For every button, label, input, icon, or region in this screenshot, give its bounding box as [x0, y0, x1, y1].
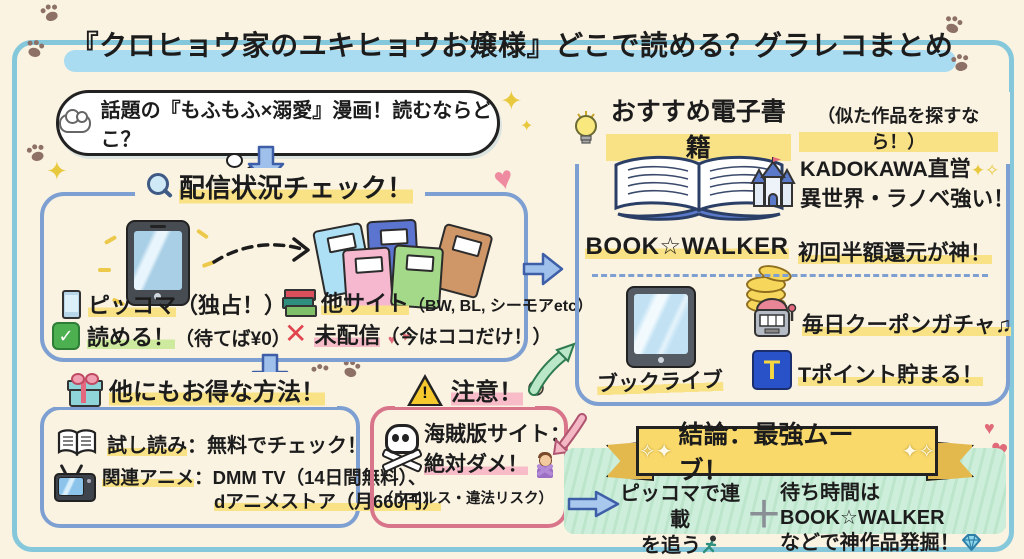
ebook-title-note: （似た作品を探すなら！） — [798, 102, 998, 154]
pink-squiggle-arrow-icon — [552, 413, 587, 456]
warning-line1: 海賊版サイト： — [424, 423, 571, 446]
divider — [592, 274, 988, 277]
warning-text: 海賊版サイト： 絶対ダメ！ — [424, 420, 571, 480]
unavailable-note: （今はココだけ！） — [380, 327, 552, 348]
other-sites-label: 他サイト — [321, 291, 410, 316]
unavailable-label: 未配信 — [314, 323, 381, 348]
runner-icon — [702, 535, 717, 554]
ebook-title: おすすめ電子書籍 — [605, 92, 791, 164]
sparkle-icon: ✦ — [500, 86, 523, 116]
open-book-illustration — [614, 155, 784, 221]
conclusion-right-line1: 待ち時間はBOOK☆WALKER — [780, 482, 945, 529]
conclusion-right-line2: などで神作品発掘！ — [780, 532, 960, 554]
tpoint-icon: T — [752, 350, 792, 390]
warning-line2: 絶対ダメ！ — [424, 453, 529, 476]
readable-label: 読める！ — [87, 325, 176, 350]
sparkle-dash — [98, 268, 111, 272]
deals-box — [40, 406, 360, 528]
conclusion-banner-text: 結論：最強ムーブ！ — [678, 421, 854, 485]
tv-icon — [54, 463, 96, 502]
anime-line2: dアニメストア（月660円） — [214, 491, 441, 512]
readable-note: （待てば¥0） — [175, 329, 291, 350]
sparkle-icon: ✦ — [520, 118, 534, 135]
deals-header: 他にもお得な方法！ — [40, 372, 352, 410]
bookwalker-point2: 初回半額還元が神！ — [798, 241, 992, 265]
anime-row: 関連アニメ：DMM TV（14日間無料）、 dアニメストア（月660円） — [54, 463, 441, 514]
ebook-header: おすすめ電子書籍（似た作品を探すなら！） — [560, 92, 1010, 164]
booklive-name: ブックライブ — [596, 368, 724, 397]
bubble-tail — [226, 153, 243, 168]
book-stack-icon — [282, 288, 317, 317]
conclusion-left-line1: ピッコマで連載 — [620, 483, 740, 531]
title-highlight — [64, 50, 956, 72]
open-book-icon — [57, 429, 97, 457]
conclusion-right: 待ち時間はBOOK☆WALKER などで神作品発掘！ — [780, 481, 1024, 556]
streaming-check-header: 配信状況チェック！ — [40, 168, 520, 206]
skull-icon — [380, 424, 424, 474]
heart-icon: ♥ — [388, 332, 396, 347]
piccoma-label: ピッコマ — [88, 293, 177, 318]
trial-row: 試し読み：無料でチェック！ — [56, 428, 367, 458]
conclusion-banner: ✧✦ 結論：最強ムーブ！ ✦✧ — [636, 421, 938, 485]
page-title: 『クロヒョウ家のユキヒョウお嬢様』どこで読める？グラレコまとめ — [70, 30, 954, 61]
checkmark-icon: ✓ — [52, 322, 80, 350]
paw-print-icon — [40, 4, 62, 25]
bookwalker-name: BOOK☆WALKER — [585, 233, 789, 260]
tablet-illustration — [626, 286, 696, 368]
outer-frame — [12, 40, 1014, 552]
bw-point1-line2: 異世界・ラノベ強い！ — [800, 187, 1015, 211]
lightbulb-icon — [575, 111, 597, 144]
warning-icon: ! — [407, 373, 443, 406]
conclusion-left: ピッコマで連載 を追う — [616, 481, 744, 559]
piccoma-note: （独占！） — [176, 293, 287, 318]
trial-label: 試し読み — [107, 434, 187, 457]
dashed-arrow-icon — [212, 237, 310, 264]
piccoma-row: ピッコマ（独占！） — [62, 288, 286, 320]
thought-bubble: 話題の『もふもふ×溺愛』漫画！読むならどこ？ — [56, 90, 500, 156]
arrow-right-icon — [522, 252, 564, 286]
warning-header: ! 注意！ — [370, 372, 560, 411]
sparkle-icon: ✦✧ — [970, 161, 1000, 180]
trial-rest: ：無料でチェック！ — [187, 434, 367, 457]
sparkle-icon: ✧✦ — [639, 440, 673, 463]
conclusion-left-line2: を追う — [641, 535, 701, 557]
warning-title: 注意！ — [451, 372, 523, 407]
booklive-point1: 毎日クーポンガチャ♫ — [802, 313, 1012, 337]
plus-sign: ＋ — [746, 494, 783, 535]
sparkle-icon: ✦ — [46, 156, 68, 186]
bw-point1-line1: KADOKAWA直営 — [800, 157, 971, 181]
x-icon: ✕ — [284, 318, 308, 349]
slot-machine-icon — [754, 298, 797, 337]
paw-print-icon — [951, 55, 971, 73]
arrow-right-icon — [567, 490, 620, 518]
other-sites-note: （BW, BL, シーモアetc） — [409, 298, 594, 315]
sparkle-icon: ✦✧ — [901, 440, 935, 463]
magnifier-icon — [146, 172, 171, 201]
unavailable-row: ✕ 未配信（今はココだけ！） — [284, 318, 552, 350]
anime-label: 関連アニメ — [102, 467, 195, 488]
no-gesture-person-icon — [534, 451, 556, 479]
castle-icon — [750, 157, 796, 207]
streaming-check-title: 配信状況チェック！ — [178, 168, 413, 205]
heart-icon: ♥ — [984, 418, 995, 438]
bookwalker-point1: KADOKAWA直営✦✧ 異世界・ラノベ強い！ — [800, 155, 1015, 213]
thought-bubble-text: 話題の『もふもふ×溺愛』漫画！読むならどこ？ — [100, 100, 493, 151]
deals-title: 他にもお得な方法！ — [109, 372, 325, 407]
booklive-point2: Tポイント貯まる！ — [798, 363, 984, 387]
warning-note: （ウイルス・違法リスク） — [379, 491, 553, 507]
gift-icon — [67, 372, 103, 407]
gem-icon — [961, 534, 981, 551]
anime-rest: ：DMM TV（14日間無料）、 — [194, 467, 427, 488]
readable-row: ✓ 読める！（待てば¥0） — [52, 320, 291, 352]
other-sites-row: 他サイト（BW, BL, シーモアetc） — [282, 286, 593, 318]
cloud-icon — [59, 108, 91, 133]
green-squiggle-arrow-icon — [528, 342, 576, 396]
phone-icon — [62, 289, 81, 319]
